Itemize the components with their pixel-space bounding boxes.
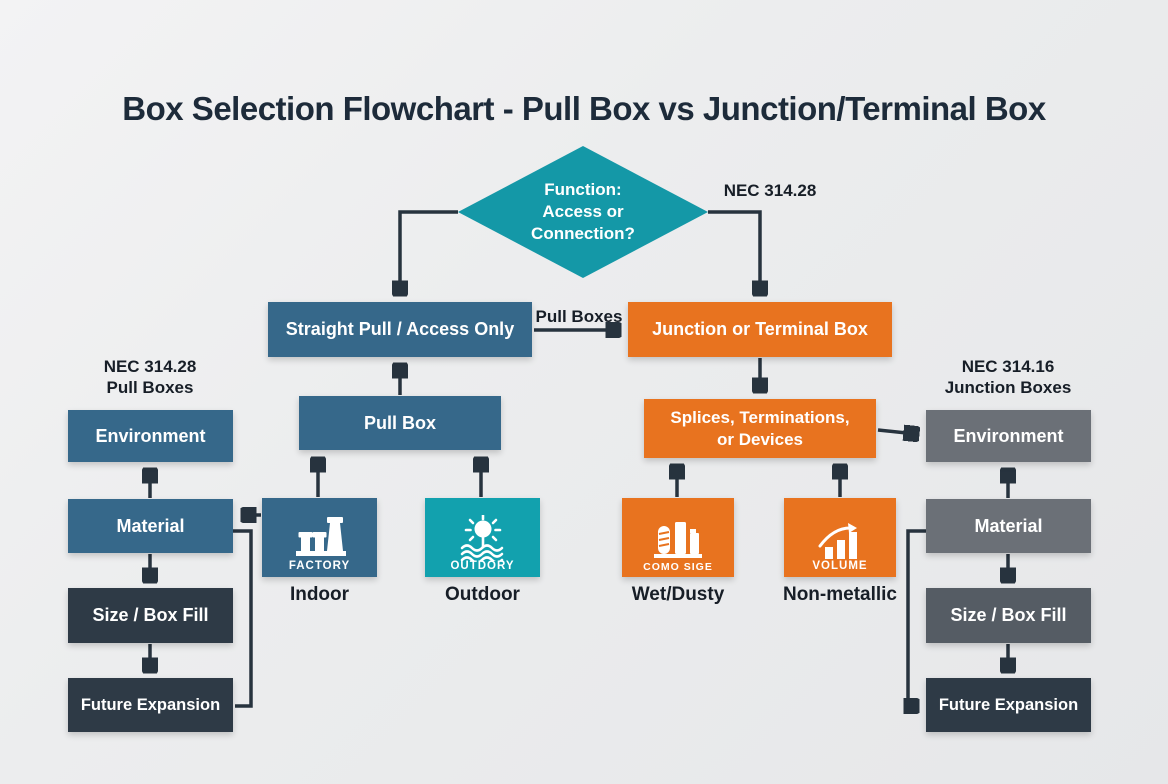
left-box-future-label: Future Expansion (80, 695, 221, 714)
card-indoor-icon-text: FACTORY (288, 559, 351, 572)
left-box-material-label: Material (116, 515, 185, 536)
left-box-environment: Environment (68, 410, 233, 462)
card-non-metallic-icon-text: VOLUME (812, 559, 868, 572)
containers-icon (654, 521, 702, 558)
decision-label: Function: Access or Connection? (531, 179, 635, 244)
card-wet-dusty-icon-text: COMO SIGE (643, 560, 713, 573)
node-straight-pull-label: Straight Pull / Access Only (285, 319, 515, 340)
node-splices: Splices, Terminations, or Devices (644, 399, 876, 458)
card-non-metallic: VOLUME (784, 498, 896, 577)
right-box-size-label: Size / Box Fill (950, 605, 1067, 626)
right-box-future-label: Future Expansion (938, 695, 1079, 714)
right-box-environment: Environment (926, 410, 1091, 462)
node-splices-label: Splices, Terminations, or Devices (670, 408, 850, 449)
right-box-material: Material (926, 499, 1091, 553)
node-pull-box: Pull Box (299, 396, 501, 450)
card-outdoor: OUTDORY (425, 498, 540, 577)
factory-icon (295, 516, 346, 556)
card-indoor: FACTORY (262, 498, 377, 577)
bar-growth-icon (818, 522, 857, 559)
label-right-heading: NEC 314.16 Junction Boxes (944, 357, 1072, 398)
node-junction-terminal: Junction or Terminal Box (628, 302, 892, 357)
node-junction-terminal-label: Junction or Terminal Box (652, 319, 868, 340)
card-wet-dusty: COMO SIGE (622, 498, 734, 577)
node-decision-function: Function: Access or Connection? (458, 146, 708, 278)
left-box-material: Material (68, 499, 233, 553)
sun-water-icon (460, 514, 503, 561)
caption-non-metallic: Non-metallic (782, 584, 898, 605)
caption-indoor: Indoor (289, 584, 350, 605)
label-pull-boxes-edge: Pull Boxes (535, 307, 623, 326)
right-box-size-box-fill: Size / Box Fill (926, 588, 1091, 643)
left-box-environment-label: Environment (95, 425, 206, 446)
right-box-future-expansion: Future Expansion (926, 678, 1091, 732)
caption-wet-dusty: Wet/Dusty (631, 584, 725, 605)
label-left-heading: NEC 314.28 Pull Boxes (103, 357, 197, 398)
label-nec-314-28-top: NEC 314.28 (723, 181, 817, 200)
right-box-material-label: Material (974, 515, 1043, 536)
left-box-size-box-fill: Size / Box Fill (68, 588, 233, 643)
card-outdoor-icon-text: OUTDORY (450, 559, 515, 572)
node-pull-box-label: Pull Box (363, 412, 436, 433)
right-box-environment-label: Environment (953, 425, 1064, 446)
left-box-size-label: Size / Box Fill (92, 605, 209, 626)
left-box-future-expansion: Future Expansion (68, 678, 233, 732)
node-straight-pull: Straight Pull / Access Only (268, 302, 532, 357)
page-title: Box Selection Flowchart - Pull Box vs Ju… (122, 90, 1046, 127)
caption-outdoor: Outdoor (445, 584, 520, 605)
